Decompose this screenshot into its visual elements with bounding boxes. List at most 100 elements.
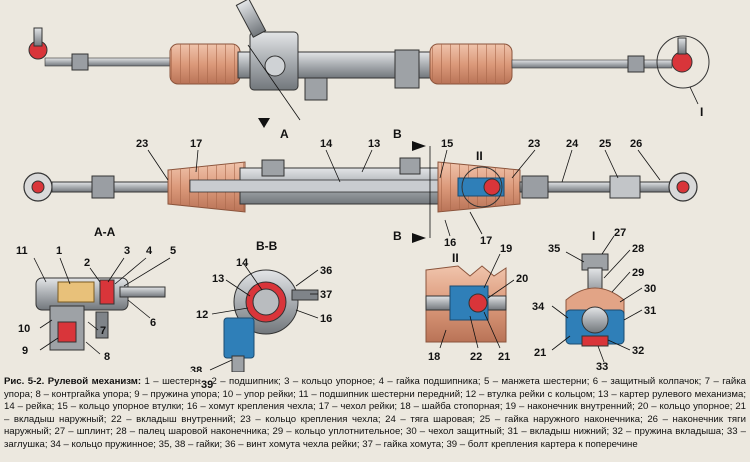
aa-bearing xyxy=(99,279,115,305)
mid-label-13: 13 xyxy=(368,138,380,150)
bb-label-37: 37 xyxy=(320,289,332,301)
bb-bolt xyxy=(231,355,245,373)
bb-label-39: 39 xyxy=(201,379,214,391)
bb-label-38: 38 xyxy=(190,365,202,372)
ii-title: II xyxy=(452,251,459,265)
top-right-tie-rod-end xyxy=(671,51,693,73)
i-label-34: 34 xyxy=(532,301,545,313)
aa-label-2: 2 xyxy=(84,257,90,269)
mid-left-ball xyxy=(31,180,45,194)
mid-pinion-boss xyxy=(261,159,285,177)
top-left-tie-rod xyxy=(44,57,171,67)
bb-label-14: 14 xyxy=(236,257,249,269)
aa-side-nut xyxy=(95,311,109,339)
i-label-29: 29 xyxy=(632,267,644,279)
section-AA-view: A-A 11 1 2 3 4 5 10 9 7 8 6 xyxy=(16,225,176,363)
section-A-arrow xyxy=(258,118,270,128)
i-label-27: 27 xyxy=(614,227,626,239)
ii-label-18: 18 xyxy=(428,351,440,363)
top-right-tie-rod-nut xyxy=(627,55,645,73)
detail-I-marker xyxy=(656,35,710,89)
mid-label-B-top: В xyxy=(393,127,402,141)
diagram-canvas: I A В В xyxy=(16,0,710,377)
ii-label-22: 22 xyxy=(470,351,482,363)
mid-inner-ball xyxy=(483,178,501,196)
top-mount-bracket-left xyxy=(304,77,328,101)
ii-ball xyxy=(468,293,488,313)
figure-caption: Рис. 5-2. Рулевой механизм: 1 – шестерня… xyxy=(4,375,746,452)
mid-label-24: 24 xyxy=(566,138,579,150)
top-right-tie-rod xyxy=(511,59,673,69)
i-lower-insert xyxy=(581,335,609,347)
aa-label-4: 4 xyxy=(146,245,153,257)
mid-left-tie-rod-nut xyxy=(91,175,115,199)
section-BB-view: В-В 13 14 12 36 37 16 38 xyxy=(190,239,332,377)
aa-label-11: 11 xyxy=(16,245,28,257)
mid-bracket xyxy=(399,157,421,175)
top-left-tie-rod-nut xyxy=(71,53,89,71)
aa-title: A-A xyxy=(94,225,116,239)
mid-label-26: 26 xyxy=(630,138,642,150)
aa-label-1: 1 xyxy=(56,245,62,257)
aa-label-5: 5 xyxy=(170,245,176,257)
mid-label-16: 16 xyxy=(444,237,456,249)
mid-label-B-bottom: В xyxy=(393,229,402,243)
mid-label-17-right: 17 xyxy=(480,235,492,247)
top-rack-assembly: I A xyxy=(28,0,710,141)
ii-label-20: 20 xyxy=(516,273,528,285)
top-steering-shaft xyxy=(235,0,267,38)
bb-label-36: 36 xyxy=(320,265,332,277)
top-label-A: A xyxy=(280,127,289,141)
i-label-32: 32 xyxy=(632,345,644,357)
bb-label-12: 12 xyxy=(196,309,208,321)
bb-label-16: 16 xyxy=(320,313,332,325)
bb-rack xyxy=(252,288,280,316)
caption-title: Рис. 5-2. Рулевой механизм: xyxy=(4,376,142,387)
aa-spring xyxy=(57,321,77,343)
aa-label-8: 8 xyxy=(104,351,110,363)
mid-label-14: 14 xyxy=(320,138,333,150)
aa-pinion-shaft xyxy=(119,286,166,298)
mid-label-23-right: 23 xyxy=(528,138,540,150)
detail-II-view: II 19 20 18 22 21 xyxy=(425,243,528,363)
i-label-28: 28 xyxy=(632,243,644,255)
aa-pinion-gear xyxy=(57,281,95,303)
caption-text: 1 – шестерня; 2 – подшипник; 3 – кольцо … xyxy=(4,376,746,450)
mid-label-II: II xyxy=(476,149,483,163)
aa-rack-stop xyxy=(49,305,85,351)
aa-label-3: 3 xyxy=(124,245,130,257)
top-label-I: I xyxy=(700,105,703,119)
bb-title: В-В xyxy=(256,239,278,253)
top-right-boot-ribs xyxy=(430,44,512,84)
mid-right-ball xyxy=(676,180,690,194)
top-right-tie-rod-stud xyxy=(677,37,687,55)
aa-label-7: 7 xyxy=(100,325,106,337)
i-label-31: 31 xyxy=(644,305,656,317)
bb-clamp-screw xyxy=(291,289,319,301)
ii-label-21: 21 xyxy=(498,351,510,363)
section-B-arrow-top xyxy=(412,141,426,151)
i-label-35: 35 xyxy=(548,243,560,255)
aa-label-6: 6 xyxy=(150,317,156,329)
top-left-boot-ribs xyxy=(170,44,240,84)
bb-mount xyxy=(223,317,255,359)
mid-label-17-left: 17 xyxy=(190,138,202,150)
bb-label-13: 13 xyxy=(212,273,224,285)
i-label-30: 30 xyxy=(644,283,656,295)
i-ball xyxy=(581,306,609,334)
section-B-arrow-bottom xyxy=(412,233,426,243)
top-mount-bracket-right xyxy=(394,49,420,89)
ii-label-19: 19 xyxy=(500,243,512,255)
top-pinion-cap xyxy=(264,55,286,77)
mid-right-sleeve xyxy=(521,175,549,199)
top-left-tie-rod-stud xyxy=(33,27,43,47)
aa-label-9: 9 xyxy=(22,345,28,357)
i-label-33: 33 xyxy=(596,361,608,372)
i-label-21: 21 xyxy=(534,347,546,359)
mid-label-25: 25 xyxy=(599,138,611,150)
mid-right-nut xyxy=(609,175,641,199)
aa-label-10: 10 xyxy=(18,323,30,335)
mid-label-15: 15 xyxy=(441,138,453,150)
mid-label-23-left: 23 xyxy=(136,138,148,150)
